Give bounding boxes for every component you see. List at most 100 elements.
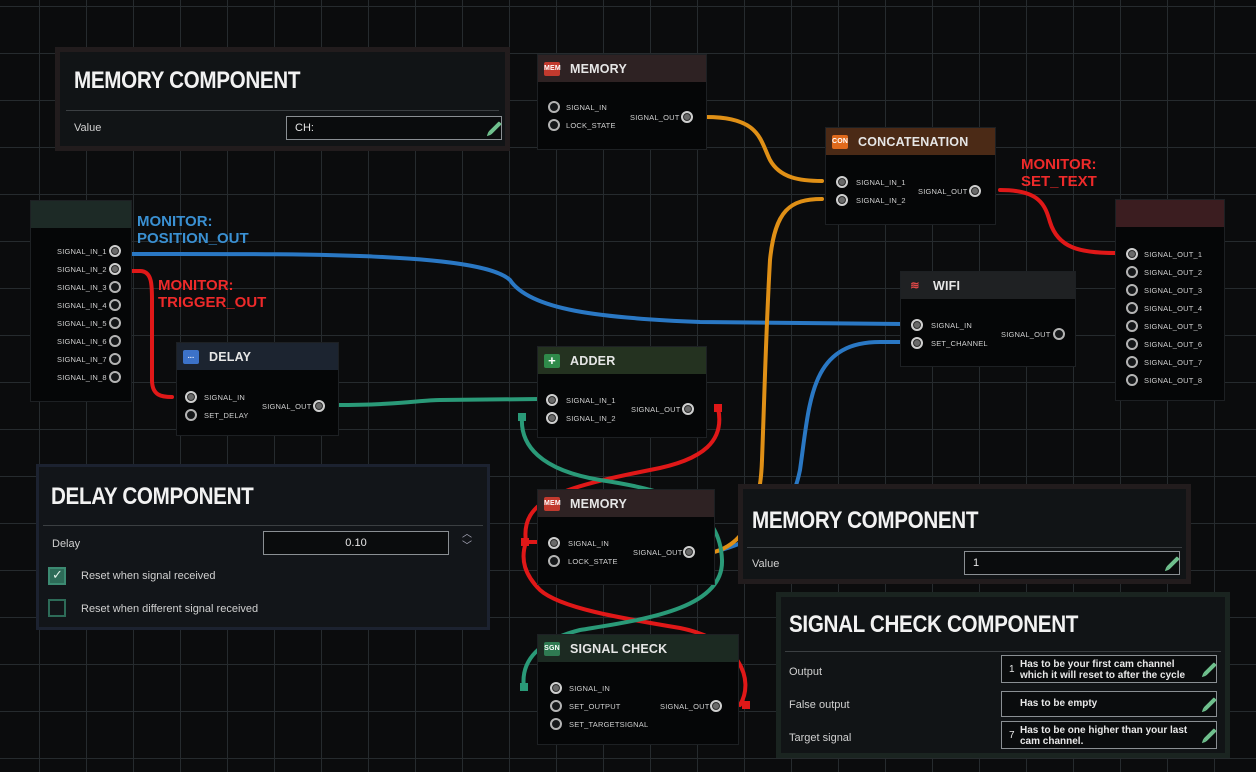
chevron-up-icon[interactable]: ︿ bbox=[462, 529, 472, 540]
port-connector[interactable] bbox=[1126, 320, 1138, 332]
port-connector[interactable] bbox=[548, 119, 560, 131]
port-connector[interactable] bbox=[1126, 338, 1138, 350]
node-left-input-block[interactable]: SIGNAL_IN_1 SIGNAL_IN_2 SIGNAL_IN_3 SIGN… bbox=[30, 200, 132, 402]
port-connector[interactable] bbox=[546, 412, 558, 424]
reset-different-label: Reset when different signal received bbox=[81, 603, 259, 615]
wire-trigger-out bbox=[120, 269, 174, 399]
wire-adder-out bbox=[523, 406, 722, 544]
port-connector[interactable] bbox=[1053, 328, 1065, 340]
port-connector[interactable] bbox=[1126, 248, 1138, 260]
value-label: Value bbox=[74, 122, 102, 134]
edit-pencil-icon[interactable] bbox=[1203, 728, 1217, 742]
delay-input[interactable]: 0.10 bbox=[263, 531, 449, 555]
node-memory-top[interactable]: MEM MEMORY SIGNAL_IN LOCK_STATE SIGNAL_O… bbox=[537, 54, 707, 150]
port-connector[interactable] bbox=[109, 245, 121, 257]
port-label: SIGNAL_OUT_7 bbox=[1144, 358, 1203, 367]
node-header[interactable] bbox=[31, 201, 131, 228]
reset-received-checkbox[interactable]: ✓ bbox=[48, 567, 66, 585]
false-output-field[interactable]: Has to be empty bbox=[1001, 691, 1217, 717]
output-note-line: which it will reset to after the cycle bbox=[1020, 670, 1186, 681]
node-memory-mid[interactable]: MEM MEMORY SIGNAL_IN LOCK_STATE SIGNAL_O… bbox=[537, 489, 715, 585]
port-connector[interactable] bbox=[550, 718, 562, 730]
port-connector[interactable] bbox=[550, 700, 562, 712]
edit-pencil-icon[interactable] bbox=[488, 121, 502, 135]
monitor-value: TRIGGER_OUT bbox=[158, 294, 267, 311]
node-header[interactable]: SGN SIGNAL CHECK bbox=[538, 635, 738, 662]
value-field[interactable]: 1 bbox=[964, 551, 1180, 575]
monitor-caption: MONITOR: bbox=[1021, 156, 1097, 173]
port-connector[interactable] bbox=[109, 299, 121, 311]
monitor-caption: MONITOR: bbox=[137, 213, 213, 230]
port-label: SET_TARGETSIGNAL bbox=[569, 720, 649, 729]
node-header[interactable]: MEM MEMORY bbox=[538, 55, 706, 82]
port-connector[interactable] bbox=[109, 335, 121, 347]
port-label: LOCK_STATE bbox=[568, 557, 618, 566]
node-delay[interactable]: ... DELAY SIGNAL_IN SET_DELAY SIGNAL_OUT bbox=[176, 342, 339, 436]
port-connector[interactable] bbox=[548, 555, 560, 567]
port-connector[interactable] bbox=[109, 281, 121, 293]
port-connector[interactable] bbox=[548, 101, 560, 113]
value-text: 1 bbox=[973, 557, 980, 569]
concatenation-icon: CON bbox=[832, 134, 848, 149]
port-connector[interactable] bbox=[836, 194, 848, 206]
output-field[interactable]: 1 Has to be your first cam channel which… bbox=[1001, 655, 1217, 683]
port-label: SIGNAL_IN_7 bbox=[57, 355, 107, 364]
node-wifi[interactable]: ≋ WIFI SIGNAL_IN SET_CHANNEL SIGNAL_OUT bbox=[900, 271, 1076, 367]
port-label: SIGNAL_IN bbox=[568, 539, 609, 548]
port-connector[interactable] bbox=[546, 394, 558, 406]
port-label: SET_CHANNEL bbox=[931, 339, 988, 348]
node-header[interactable]: + ADDER bbox=[538, 347, 706, 374]
node-adder[interactable]: + ADDER SIGNAL_IN_1 SIGNAL_IN_2 SIGNAL_O… bbox=[537, 346, 707, 438]
wire-delay-out bbox=[334, 397, 542, 407]
node-title: CONCATENATION bbox=[858, 134, 969, 149]
port-connector[interactable] bbox=[548, 537, 560, 549]
node-header[interactable]: ≋ WIFI bbox=[901, 272, 1075, 299]
port-connector[interactable] bbox=[109, 371, 121, 383]
node-header[interactable]: ... DELAY bbox=[177, 343, 338, 370]
port-connector[interactable] bbox=[911, 337, 923, 349]
port-connector[interactable] bbox=[109, 263, 121, 275]
panel-title: MEMORY COMPONENT bbox=[752, 507, 979, 534]
port-connector[interactable] bbox=[1126, 302, 1138, 314]
port-connector[interactable] bbox=[185, 409, 197, 421]
port-connector[interactable] bbox=[683, 546, 695, 558]
edit-pencil-icon[interactable] bbox=[1166, 556, 1180, 570]
port-connector[interactable] bbox=[109, 353, 121, 365]
value-text: CH: bbox=[295, 122, 314, 134]
port-label: SIGNAL_OUT_8 bbox=[1144, 376, 1203, 385]
false-output-note-line: Has to be empty bbox=[1020, 698, 1098, 709]
node-right-output-block[interactable]: SIGNAL_OUT_1 SIGNAL_OUT_2 SIGNAL_OUT_3 S… bbox=[1115, 199, 1225, 401]
port-connector[interactable] bbox=[911, 319, 923, 331]
node-header[interactable]: CON CONCATENATION bbox=[826, 128, 995, 155]
port-connector[interactable] bbox=[1126, 374, 1138, 386]
port-connector[interactable] bbox=[681, 111, 693, 123]
port-connector[interactable] bbox=[710, 700, 722, 712]
target-signal-field[interactable]: 7 Has to be one higher than your last ca… bbox=[1001, 721, 1217, 749]
memory-component-panel-mid: MEMORY COMPONENT Value 1 bbox=[738, 484, 1191, 584]
node-signal-check[interactable]: SGN SIGNAL CHECK SIGNAL_IN SET_OUTPUT SE… bbox=[537, 634, 739, 745]
port-connector[interactable] bbox=[836, 176, 848, 188]
port-connector[interactable] bbox=[969, 185, 981, 197]
wire-position-out bbox=[120, 251, 907, 326]
output-number: 1 bbox=[1009, 664, 1015, 675]
edit-pencil-icon[interactable] bbox=[1203, 697, 1217, 711]
reset-different-checkbox[interactable] bbox=[48, 599, 66, 617]
port-connector[interactable] bbox=[109, 317, 121, 329]
delay-stepper[interactable]: ︿ ﹀ bbox=[459, 529, 475, 555]
port-connector[interactable] bbox=[550, 682, 562, 694]
monitor-label-position-out: MONITOR: POSITION_OUT bbox=[137, 213, 249, 247]
port-label: SIGNAL_OUT bbox=[631, 405, 681, 414]
port-label: SIGNAL_OUT bbox=[633, 548, 683, 557]
port-connector[interactable] bbox=[1126, 266, 1138, 278]
edit-pencil-icon[interactable] bbox=[1203, 662, 1217, 676]
chevron-down-icon[interactable]: ﹀ bbox=[462, 541, 472, 552]
value-field[interactable]: CH: bbox=[286, 116, 502, 140]
port-connector[interactable] bbox=[682, 403, 694, 415]
port-connector[interactable] bbox=[185, 391, 197, 403]
node-header[interactable]: MEM MEMORY bbox=[538, 490, 714, 517]
node-header[interactable] bbox=[1116, 200, 1224, 227]
port-connector[interactable] bbox=[1126, 284, 1138, 296]
port-connector[interactable] bbox=[1126, 356, 1138, 368]
port-connector[interactable] bbox=[313, 400, 325, 412]
node-concatenation[interactable]: CON CONCATENATION SIGNAL_IN_1 SIGNAL_IN_… bbox=[825, 127, 996, 225]
